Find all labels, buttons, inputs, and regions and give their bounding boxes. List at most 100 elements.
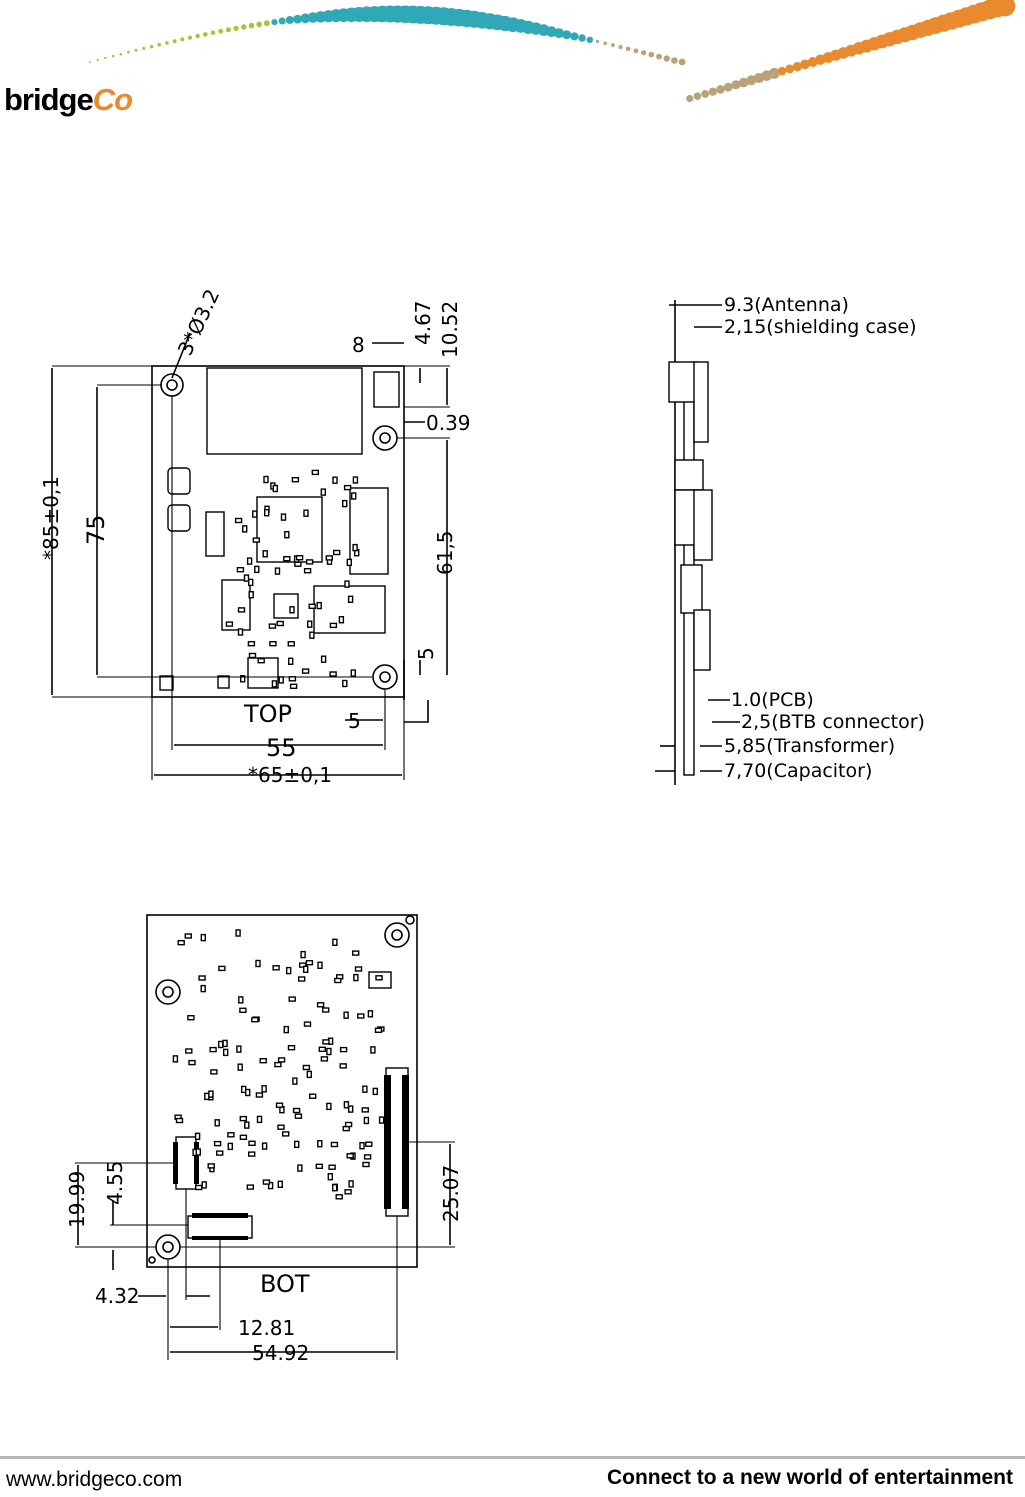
smd-part	[364, 1118, 368, 1124]
side-btb-1	[694, 490, 712, 560]
top-component-c	[274, 594, 298, 618]
smd-part	[347, 1154, 353, 1158]
wave-dot	[596, 40, 599, 43]
smd-part	[240, 1135, 246, 1139]
smd-part	[333, 939, 337, 945]
header-dot-wave	[89, 0, 1015, 102]
bot-btb-connector-bottom	[188, 1216, 252, 1238]
bottom-view-label: BOT	[260, 1270, 310, 1298]
smd-part	[278, 1125, 284, 1129]
footer-url[interactable]: www.bridgeco.com	[6, 1468, 182, 1492]
smd-part	[256, 1093, 262, 1097]
smd-part	[228, 1133, 234, 1137]
smd-part	[178, 941, 184, 945]
callout-antenna: 9.3(Antenna)	[724, 294, 849, 316]
smd-part	[318, 1003, 324, 1007]
wave-dot	[686, 95, 693, 102]
wave-dot	[165, 41, 169, 45]
smd-part	[334, 551, 340, 555]
smd-part	[277, 622, 283, 626]
bot-btb-bottom-pins-a	[192, 1213, 248, 1218]
smd-part	[263, 551, 267, 557]
wave-dot	[634, 48, 639, 53]
smd-part	[356, 967, 362, 971]
smd-part	[173, 1056, 177, 1062]
smd-part	[322, 656, 326, 662]
smd-part	[252, 1018, 258, 1022]
smd-part	[330, 623, 336, 627]
smd-part	[262, 1086, 266, 1092]
smd-part	[346, 1123, 352, 1127]
wave-dot	[286, 16, 294, 24]
wave-dot	[578, 34, 585, 41]
smd-part	[295, 1141, 299, 1147]
smd-part	[283, 1132, 289, 1136]
smd-part	[328, 1174, 332, 1180]
wave-dot	[656, 54, 662, 60]
smd-part	[196, 1186, 202, 1190]
top-led-1	[168, 468, 190, 494]
smd-part	[353, 951, 359, 955]
smd-part	[240, 1117, 246, 1121]
smd-part	[279, 677, 283, 683]
smd-part	[306, 961, 312, 965]
smd-part	[186, 1049, 192, 1053]
wave-dot	[211, 31, 216, 36]
smd-part	[210, 1048, 216, 1052]
wave-dot	[562, 30, 571, 39]
smd-part	[272, 681, 276, 687]
footer-tagline: Connect to a new world of entertainment	[607, 1466, 1013, 1490]
smd-part	[249, 1152, 255, 1156]
top-hole-3-inner	[380, 672, 390, 682]
dim-right-offset: 5	[348, 709, 361, 733]
smd-part	[363, 1086, 367, 1092]
smd-part	[245, 1122, 249, 1128]
wave-dot	[142, 47, 145, 50]
smd-part	[360, 1143, 364, 1149]
smd-part	[363, 1163, 369, 1167]
smd-part	[323, 1040, 329, 1044]
smd-part	[285, 532, 289, 538]
dim-corner-8: 8	[352, 333, 365, 357]
smd-part	[343, 681, 347, 687]
smd-part	[219, 966, 225, 970]
smd-part	[373, 1088, 377, 1094]
wave-dot	[104, 57, 106, 59]
smd-part	[265, 510, 269, 516]
wave-dot	[173, 39, 177, 43]
smd-part	[304, 966, 308, 972]
side-view: 9.3(Antenna) 2,15(shielding case) 1.0(PC…	[655, 294, 925, 785]
smd-part	[295, 1114, 301, 1118]
smd-part	[263, 1180, 269, 1184]
smd-part	[293, 1078, 297, 1084]
wave-dot	[264, 20, 270, 26]
smd-part	[301, 952, 305, 958]
smd-part	[344, 1012, 348, 1018]
smd-part	[247, 1185, 253, 1189]
smd-part	[249, 579, 253, 585]
smd-part	[308, 621, 312, 627]
smd-part	[299, 977, 305, 981]
side-antenna	[669, 362, 697, 402]
dim-1281: 12.81	[238, 1316, 295, 1340]
callout-transformer: 5,85(Transformer)	[724, 735, 895, 757]
smd-part	[239, 608, 245, 612]
smd-part	[217, 1151, 223, 1155]
side-transformer	[681, 565, 702, 613]
smd-part	[321, 1057, 327, 1061]
smd-part	[240, 1008, 246, 1012]
wave-dot	[679, 59, 686, 66]
wave-dot	[587, 37, 593, 43]
smd-part	[228, 1143, 232, 1149]
smd-part	[215, 1142, 221, 1146]
smd-part	[376, 976, 382, 980]
dim-1052: 10.52	[438, 301, 462, 358]
dim-height-overall: *85±0,1	[39, 476, 63, 560]
top-view: 3*Ø3.2 *85±0,1 75 55 *65±0,1 TOP 5 5 8 4…	[39, 285, 471, 787]
wave-dot	[271, 19, 277, 25]
smd-part	[323, 1008, 329, 1012]
dim-width-overall: *65±0,1	[248, 763, 332, 787]
dim-height-holes: 75	[82, 514, 110, 545]
smd-part	[273, 486, 277, 492]
smd-part	[366, 1142, 372, 1146]
